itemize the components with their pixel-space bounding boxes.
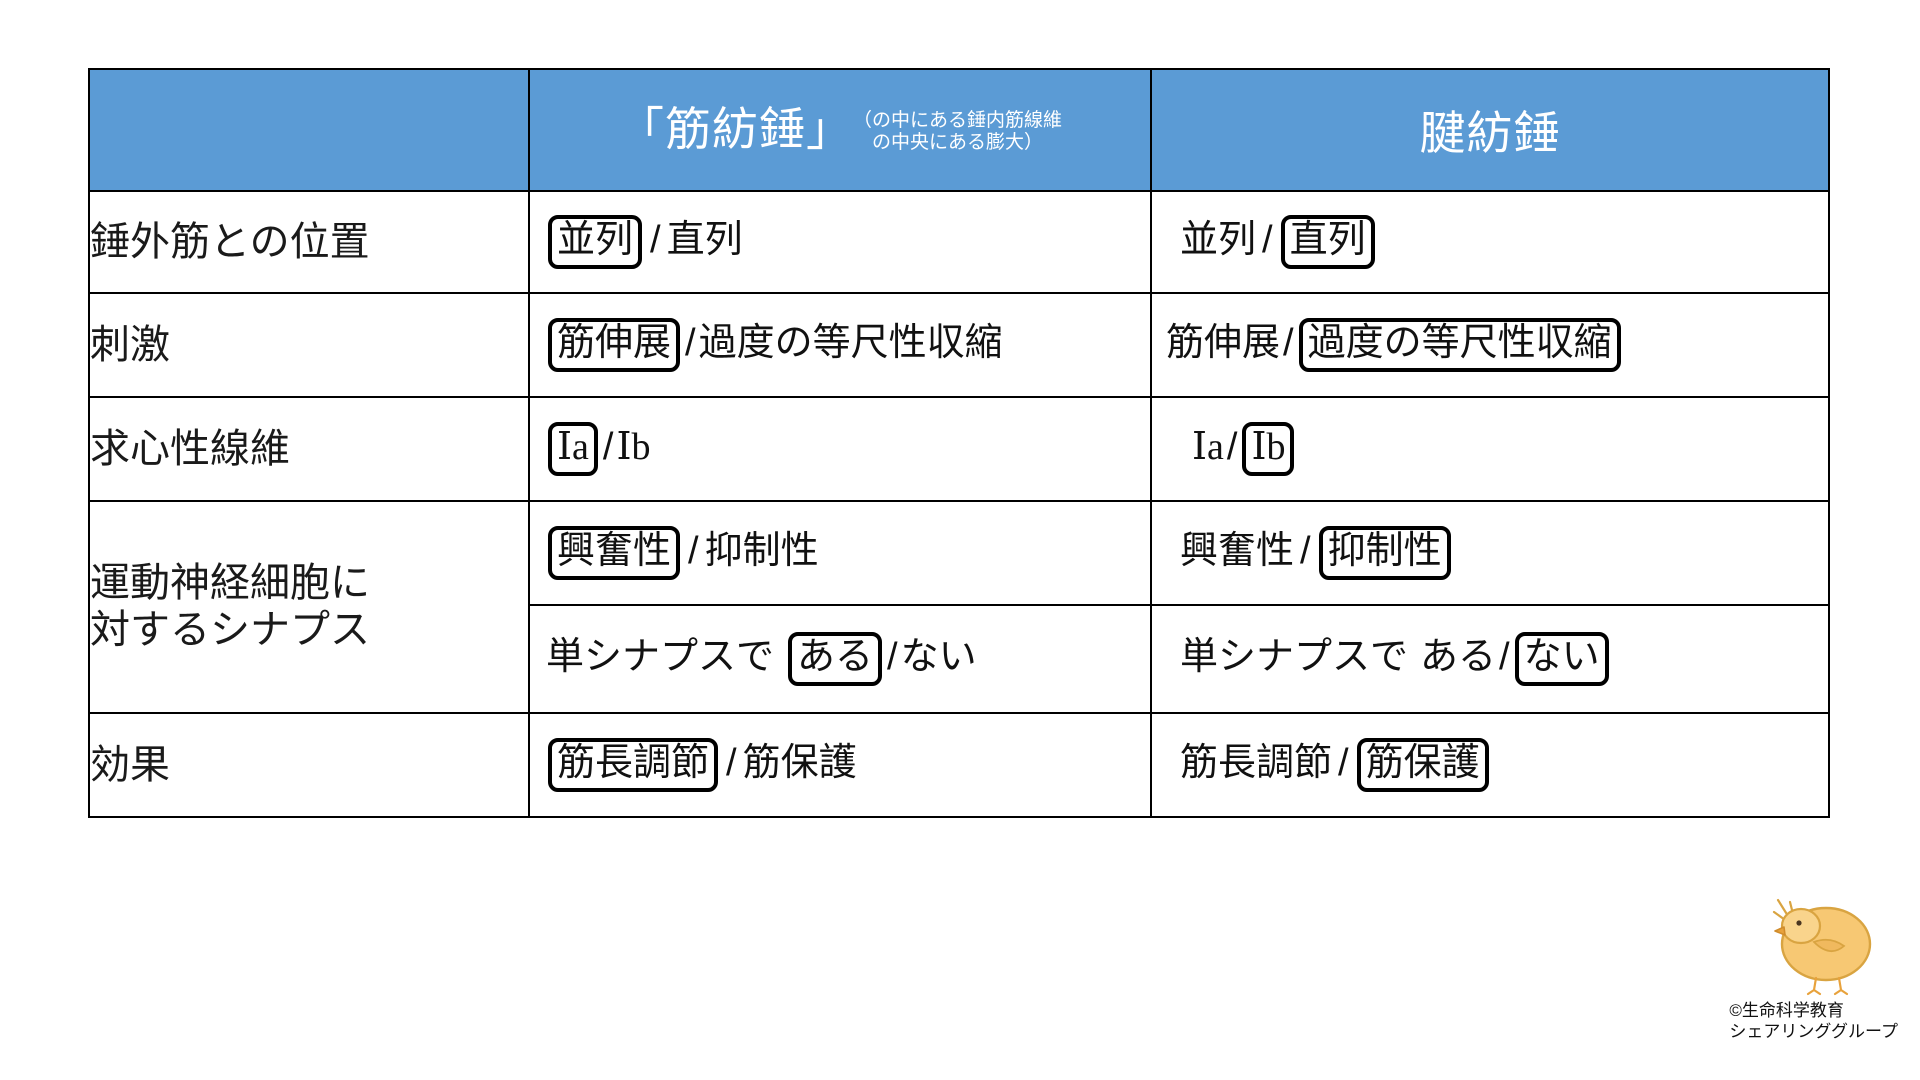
option-selected[interactable]: 筋長調節: [548, 738, 719, 792]
option-selected[interactable]: 抑制性: [1318, 526, 1451, 580]
row-label-line2: 対するシナプス: [90, 608, 370, 652]
option-separator: /: [602, 426, 614, 469]
option-separator: /: [1300, 530, 1311, 573]
cell-spindle-position: 並列/直列: [528, 190, 1152, 294]
cell-spindle-stimulus: 筋伸展/過度の等尺性収縮: [528, 292, 1152, 398]
table-row: 錘外筋との位置 並列/直列 並列/直列: [88, 190, 1830, 294]
table-row: 効果 筋長調節/筋保護 筋長調節/筋保護: [88, 712, 1830, 818]
table-row: 求心性線維 Ⅰa/Ⅰb Ⅰa/Ⅰb: [88, 396, 1830, 502]
option-selected[interactable]: 筋伸展: [548, 318, 681, 372]
comparison-table: 「筋紡錘」 （の中にある錘内筋線維 の中央にある膨大） 腱紡錘 錘外筋との位置: [88, 68, 1830, 818]
option-prefix: 単シナプスで: [546, 636, 775, 679]
header-title-muscle-spindle: 「筋紡錘」: [617, 103, 853, 156]
option-separator: /: [1283, 322, 1294, 365]
option-separator: /: [685, 322, 696, 365]
option-unselected[interactable]: ない: [900, 636, 977, 679]
cell-spindle-monosynaptic: 単シナプスである/ない: [528, 604, 1152, 714]
credit-line1: ©生命科学教育: [1729, 1000, 1844, 1020]
row-label-line1: 運動神経細胞に: [90, 560, 370, 605]
option-separator: /: [688, 530, 699, 573]
option-unselected[interactable]: Ⅰa: [1192, 426, 1224, 469]
chick-mascot-icon: [1772, 898, 1872, 996]
table-row: 運動神経細胞に 対するシナプス 興奮性/抑制性 興奮性/抑制性: [88, 500, 1830, 714]
table-row: 単シナプスである/ない 単シナプスである/ない: [89, 604, 1830, 714]
option-unselected[interactable]: 抑制性: [704, 530, 819, 573]
option-selected[interactable]: ある: [788, 632, 883, 686]
row-label-effect: 効果: [88, 712, 530, 818]
option-separator: /: [726, 742, 737, 785]
cell-tendon-synapse-type: 興奮性/抑制性: [1150, 500, 1830, 606]
row-label-position: 錘外筋との位置: [88, 190, 530, 294]
option-selected[interactable]: 筋保護: [1356, 738, 1489, 792]
option-unselected[interactable]: 興奮性: [1180, 530, 1295, 573]
option-prefix: 単シナプスで: [1180, 636, 1409, 679]
option-selected[interactable]: 並列: [548, 215, 643, 269]
cell-spindle-afferent: Ⅰa/Ⅰb: [528, 396, 1152, 502]
cell-tendon-effect: 筋長調節/筋保護: [1150, 712, 1830, 818]
credit-line2: シェアリンググループ: [1729, 1021, 1898, 1041]
header-cell-golgi-tendon-organ: 腱紡錘: [1150, 68, 1830, 192]
option-separator: /: [650, 219, 661, 262]
cell-tendon-stimulus: 筋伸展/過度の等尺性収縮: [1150, 292, 1830, 398]
option-unselected[interactable]: 筋保護: [742, 742, 857, 785]
option-unselected[interactable]: 過度の等尺性収縮: [698, 322, 1003, 365]
option-unselected[interactable]: 筋長調節: [1180, 742, 1333, 785]
option-separator: /: [1226, 426, 1238, 469]
option-selected[interactable]: 興奮性: [548, 526, 681, 580]
header-title-tendon-organ: 腱紡錘: [1419, 107, 1561, 159]
option-separator: /: [887, 636, 898, 679]
copyright-credit: ©生命科学教育 シェアリンググループ: [1729, 1000, 1898, 1043]
option-selected[interactable]: Ⅰb: [1242, 422, 1295, 476]
option-unselected[interactable]: 直列: [666, 219, 743, 262]
option-separator: /: [1338, 742, 1349, 785]
table-row: 刺激 筋伸展/過度の等尺性収縮 筋伸展/過度の等尺性収縮: [88, 292, 1830, 398]
table-body: 錘外筋との位置 並列/直列 並列/直列 刺激 筋伸展/過度の等尺性収縮 筋伸展/…: [88, 190, 1830, 818]
option-selected[interactable]: ない: [1514, 632, 1609, 686]
header-note-line1: （の中にある錘内筋線維: [852, 110, 1062, 132]
cell-tendon-position: 並列/直列: [1150, 190, 1830, 294]
header-note-line2: の中央にある膨大）: [871, 132, 1043, 153]
cell-spindle-synapse-type: 興奮性/抑制性: [528, 500, 1152, 606]
cell-spindle-effect: 筋長調節/筋保護: [528, 712, 1152, 818]
row-label-afferent-fiber: 求心性線維: [88, 396, 530, 502]
option-separator: /: [1262, 219, 1273, 262]
option-unselected[interactable]: 並列: [1180, 219, 1257, 262]
header-cell-muscle-spindle: 「筋紡錘」 （の中にある錘内筋線維 の中央にある膨大）: [528, 68, 1152, 192]
option-selected[interactable]: 過度の等尺性収縮: [1298, 318, 1621, 372]
row-label-synapse-to-motor-neuron: 運動神経細胞に 対するシナプス: [88, 500, 530, 714]
option-separator: /: [1499, 636, 1510, 679]
header-note-muscle-spindle: （の中にある錘内筋線維 の中央にある膨大）: [853, 106, 1062, 154]
cell-tendon-monosynaptic: 単シナプスである/ない: [1150, 604, 1830, 714]
option-unselected[interactable]: 筋伸展: [1166, 322, 1281, 365]
option-unselected[interactable]: ある: [1420, 636, 1497, 679]
header-cell-blank: [88, 68, 530, 192]
table-header: 「筋紡錘」 （の中にある錘内筋線維 の中央にある膨大） 腱紡錘: [88, 68, 1830, 192]
option-selected[interactable]: 直列: [1280, 215, 1375, 269]
header-row: 「筋紡錘」 （の中にある錘内筋線維 の中央にある膨大） 腱紡錘: [88, 68, 1830, 192]
row-label-stimulus: 刺激: [88, 292, 530, 398]
cell-tendon-afferent: Ⅰa/Ⅰb: [1150, 396, 1830, 502]
option-unselected[interactable]: Ⅰb: [616, 426, 651, 469]
option-selected[interactable]: Ⅰa: [548, 422, 598, 476]
